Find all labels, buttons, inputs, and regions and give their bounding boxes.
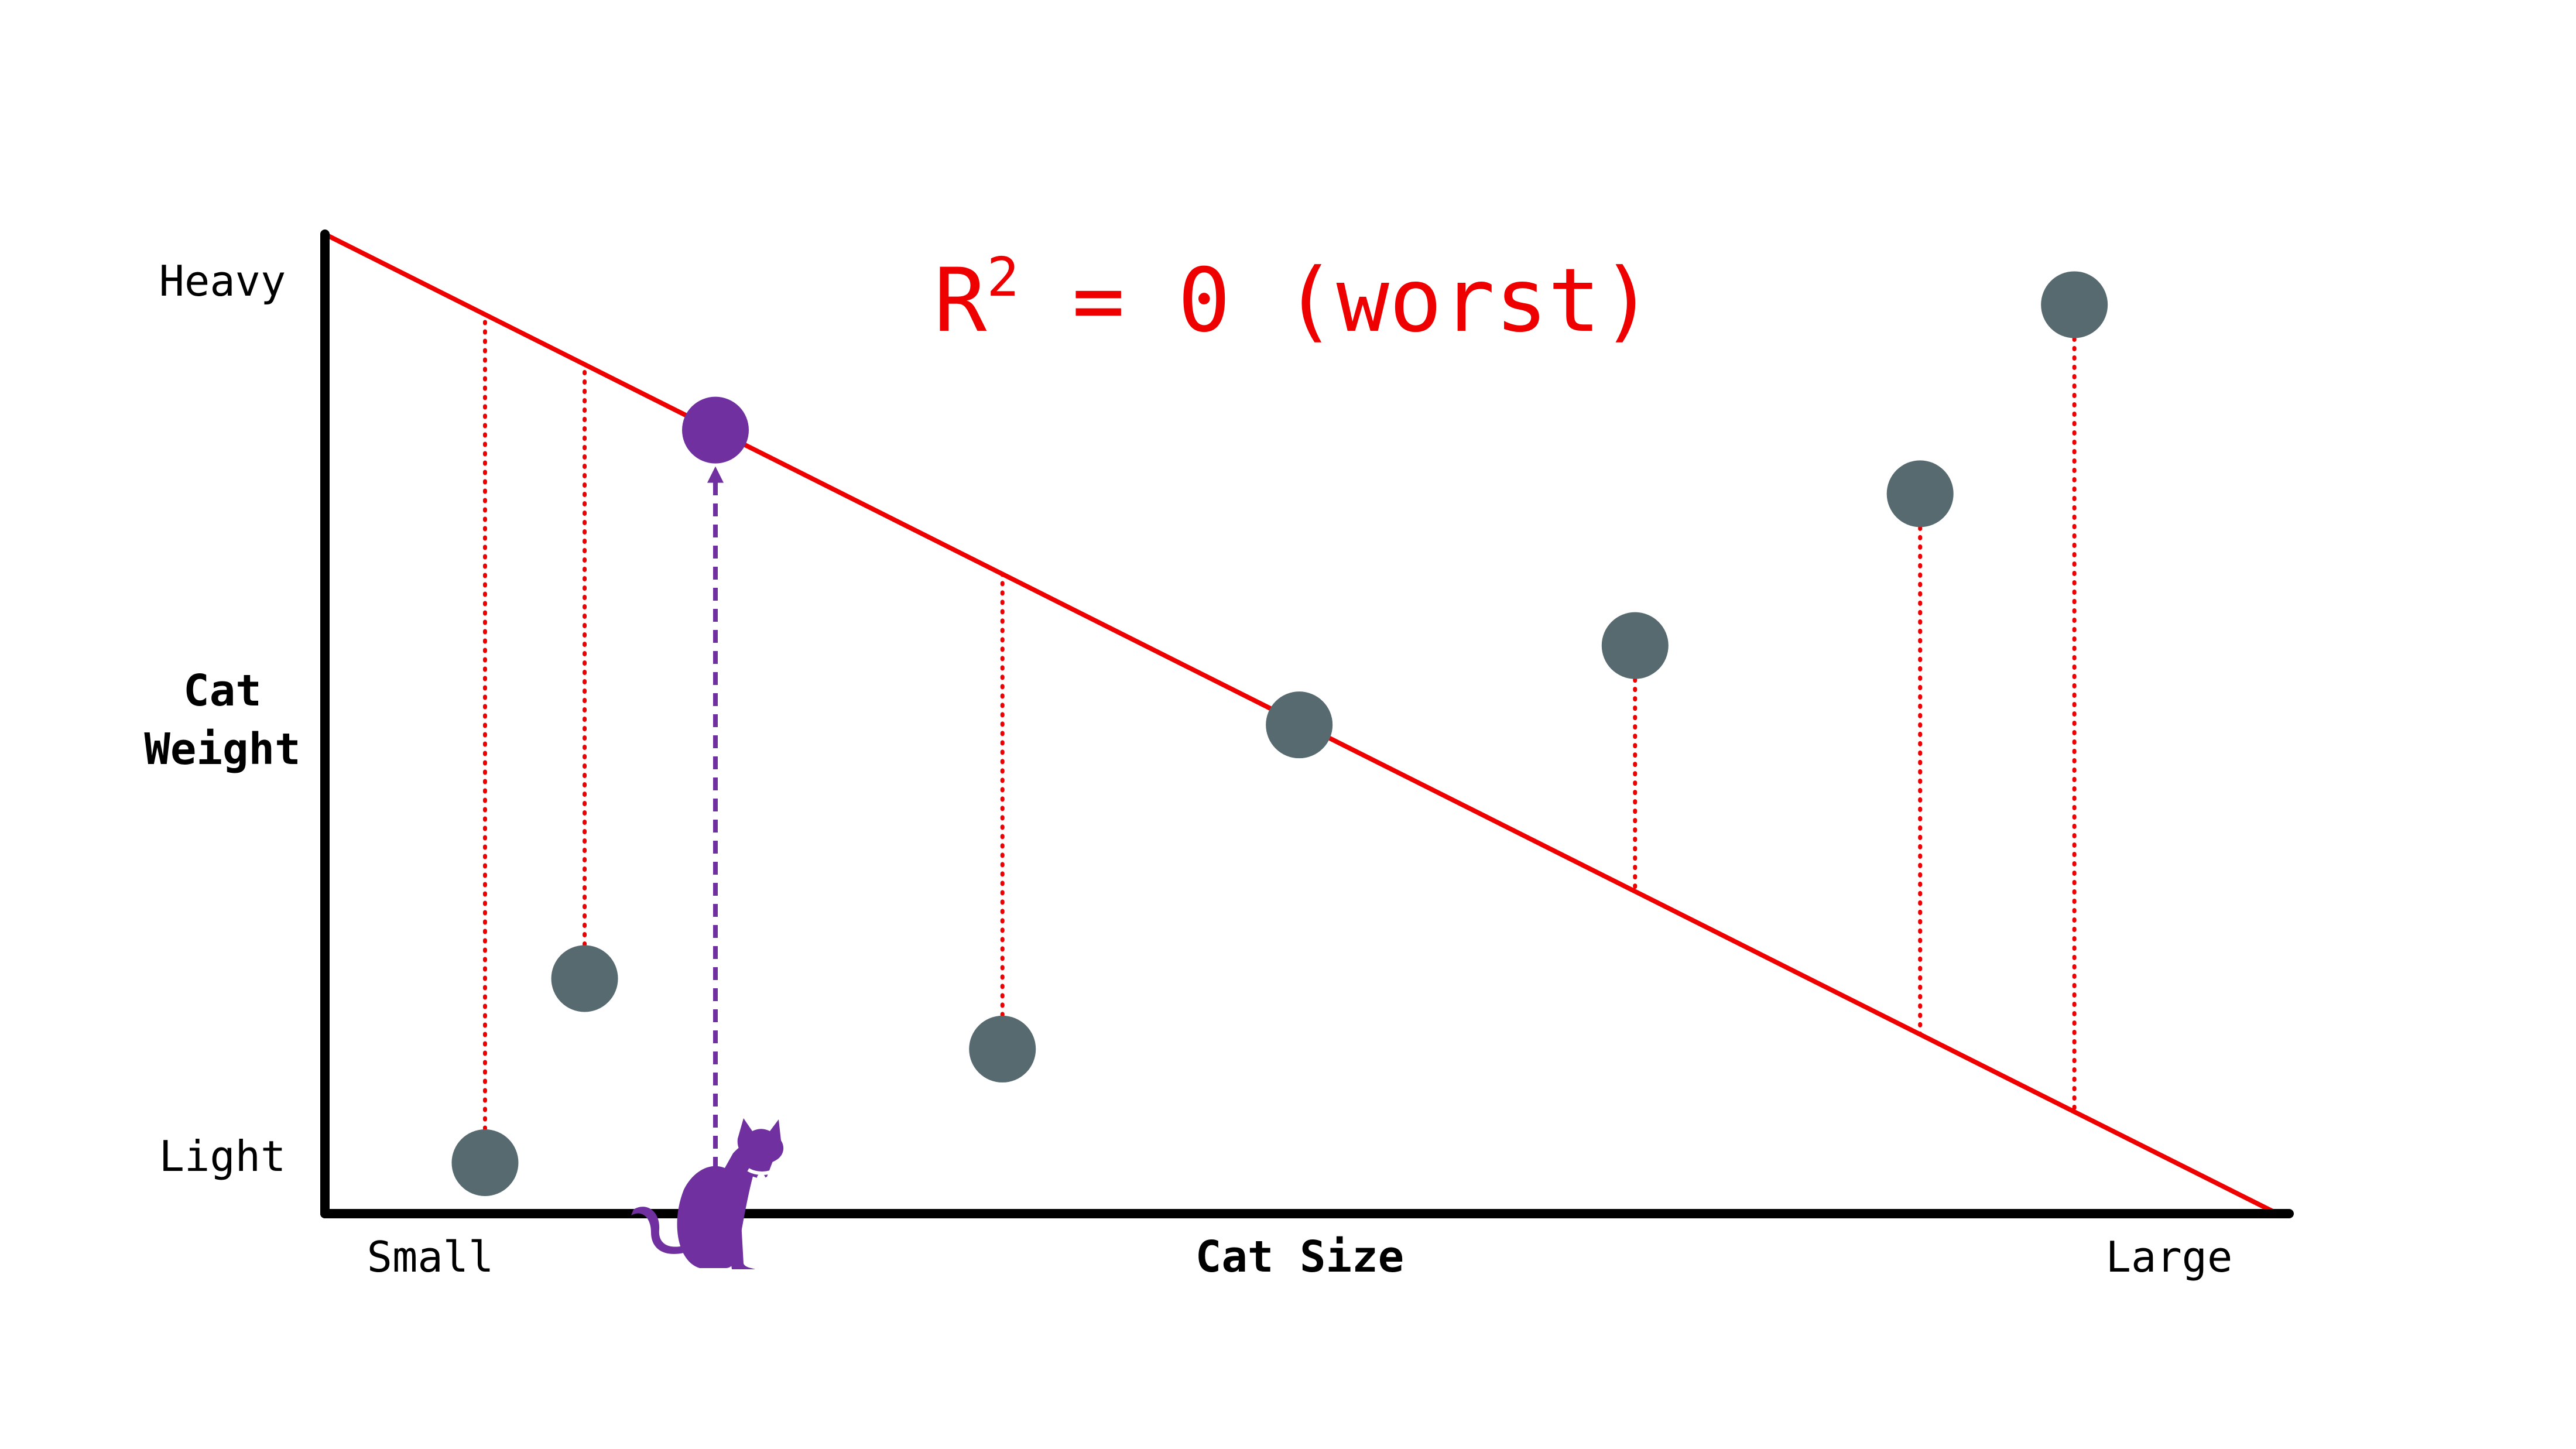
title-suffix: = 0 (worst) xyxy=(1019,250,1654,352)
data-point xyxy=(1266,691,1333,759)
y-tick-max-label: Heavy xyxy=(159,256,286,306)
title-r: R xyxy=(934,250,987,352)
x-tick-max-label: Large xyxy=(2106,1232,2233,1282)
x-tick-min-label: Small xyxy=(367,1232,494,1282)
cat-icon xyxy=(631,1118,784,1269)
chart-title: R2 = 0 (worst) xyxy=(934,246,1653,352)
data-point xyxy=(2041,271,2108,338)
prediction-arrow-head xyxy=(707,466,724,483)
residual-lines xyxy=(482,312,2077,1131)
prediction-arrow xyxy=(707,466,724,1170)
x-axis-label: Cat Size xyxy=(1195,1232,1404,1282)
data-point xyxy=(1886,460,1954,527)
highlight-point-group xyxy=(682,396,749,464)
data-point xyxy=(551,945,618,1012)
y-axis-label-line2: Weight xyxy=(144,724,300,775)
title-superscript: 2 xyxy=(986,246,1019,309)
highlight-point xyxy=(682,396,749,464)
data-points xyxy=(451,271,2108,1197)
y-axis-label-line1: Cat xyxy=(183,666,262,716)
y-tick-min-label: Light xyxy=(159,1132,286,1181)
data-point xyxy=(451,1129,519,1197)
data-point xyxy=(969,1015,1036,1083)
data-point xyxy=(1601,612,1669,679)
